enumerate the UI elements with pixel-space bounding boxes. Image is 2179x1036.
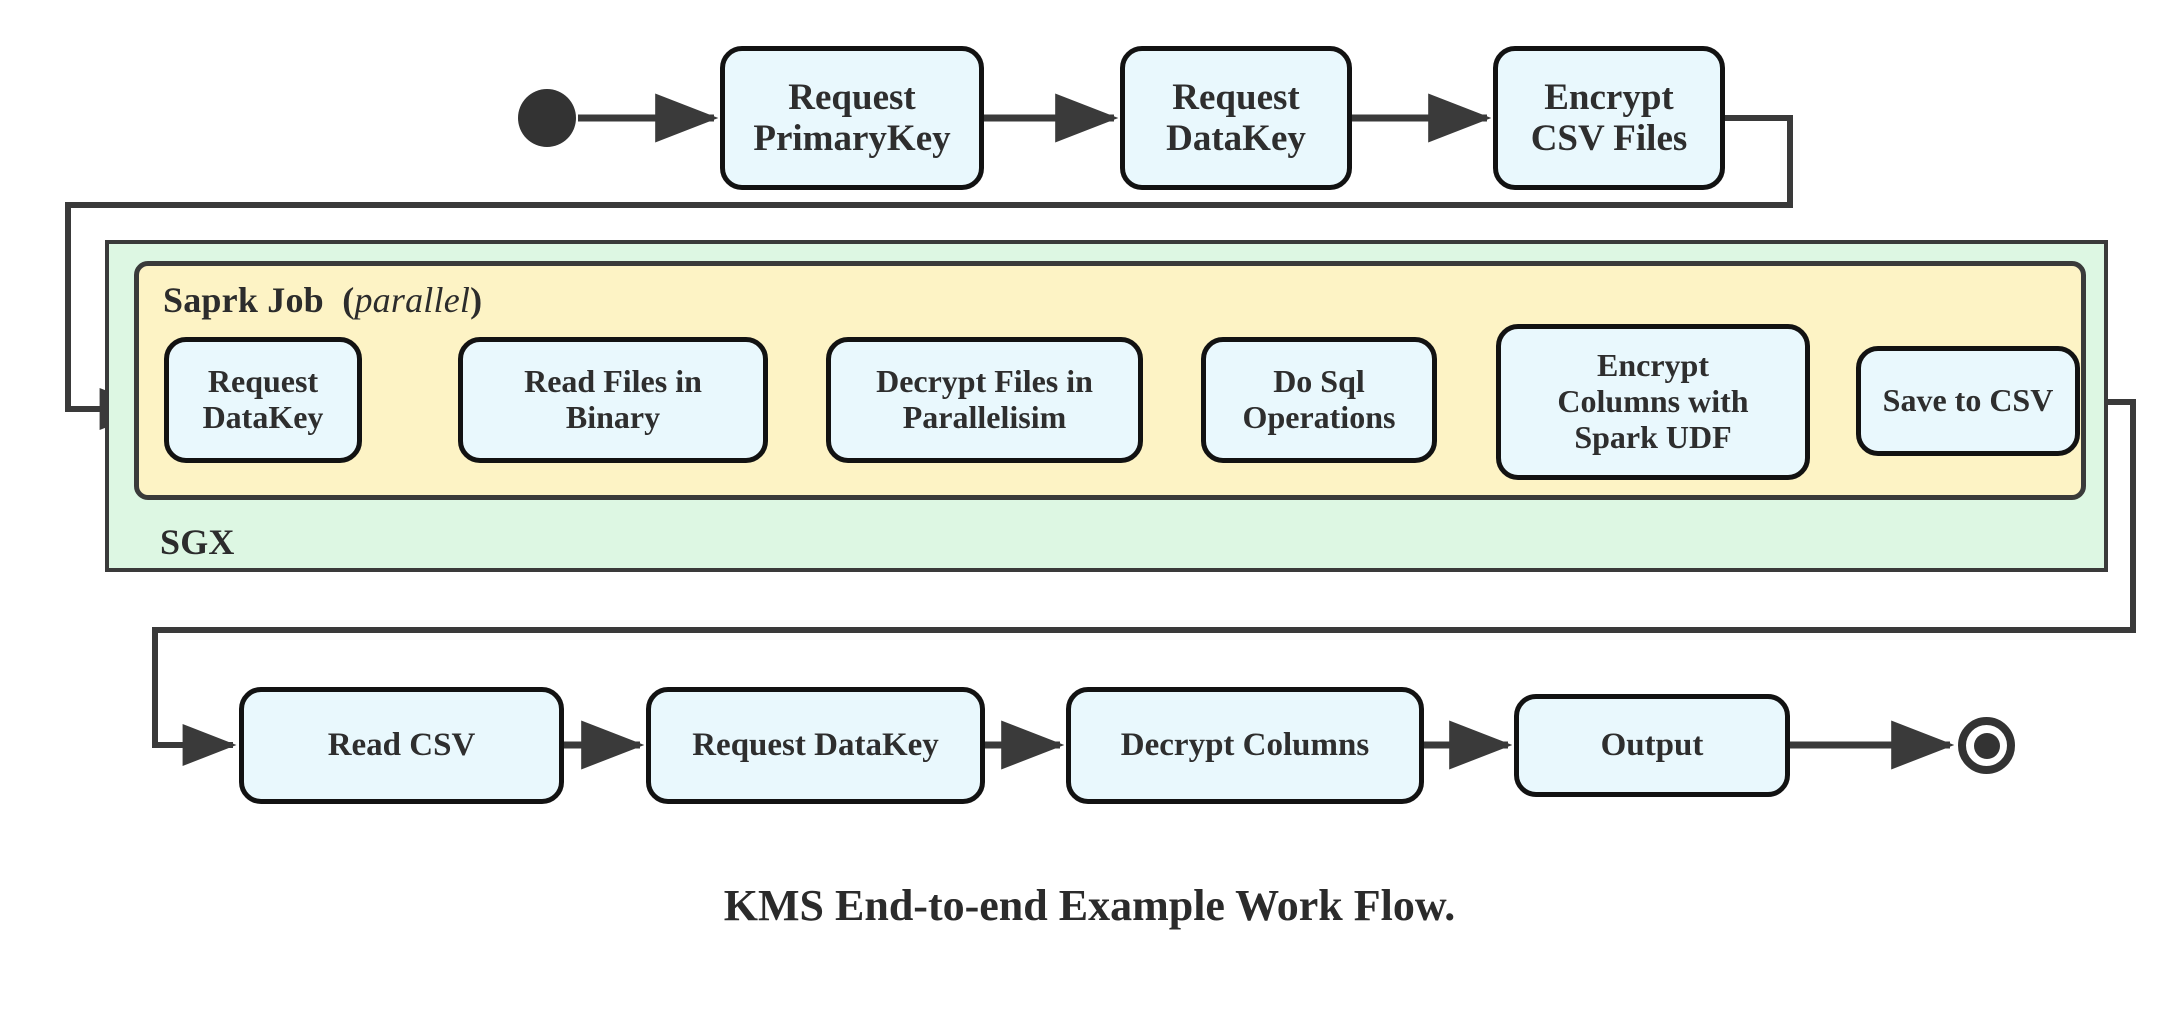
spark-job-label-text: Saprk Job bbox=[163, 280, 324, 320]
node-encrypt-csv-files[interactable]: Encrypt CSV Files bbox=[1493, 46, 1725, 190]
container-sgx-label: SGX bbox=[160, 522, 235, 562]
node-request-primarykey[interactable]: Request PrimaryKey bbox=[720, 46, 984, 190]
spark-job-parallel-text: parallel bbox=[354, 280, 471, 320]
node-save-to-csv[interactable]: Save to CSV bbox=[1856, 346, 2080, 456]
node-request-datakey-bottom[interactable]: Request DataKey bbox=[646, 687, 985, 804]
start-node bbox=[518, 89, 576, 147]
end-node-inner-dot bbox=[1973, 732, 2000, 759]
node-encrypt-columns-with-spark-udf[interactable]: Encrypt Columns with Spark UDF bbox=[1496, 324, 1810, 480]
node-decrypt-files-in-parallelisim[interactable]: Decrypt Files in Parallelisim bbox=[826, 337, 1143, 463]
node-read-csv[interactable]: Read CSV bbox=[239, 687, 564, 804]
spark-job-paren-open: ( bbox=[342, 280, 355, 320]
node-read-files-in-binary[interactable]: Read Files in Binary bbox=[458, 337, 768, 463]
node-request-datakey-spark[interactable]: Request DataKey bbox=[164, 337, 362, 463]
node-output[interactable]: Output bbox=[1514, 694, 1790, 797]
node-request-datakey-top[interactable]: Request DataKey bbox=[1120, 46, 1352, 190]
container-spark-job-label: Saprk Job (parallel) bbox=[163, 279, 482, 321]
spark-job-paren-close: ) bbox=[470, 280, 483, 320]
end-node bbox=[1958, 717, 2015, 774]
node-do-sql-operations[interactable]: Do Sql Operations bbox=[1201, 337, 1437, 463]
node-decrypt-columns[interactable]: Decrypt Columns bbox=[1066, 687, 1424, 804]
diagram-caption: KMS End-to-end Example Work Flow. bbox=[723, 881, 1456, 930]
